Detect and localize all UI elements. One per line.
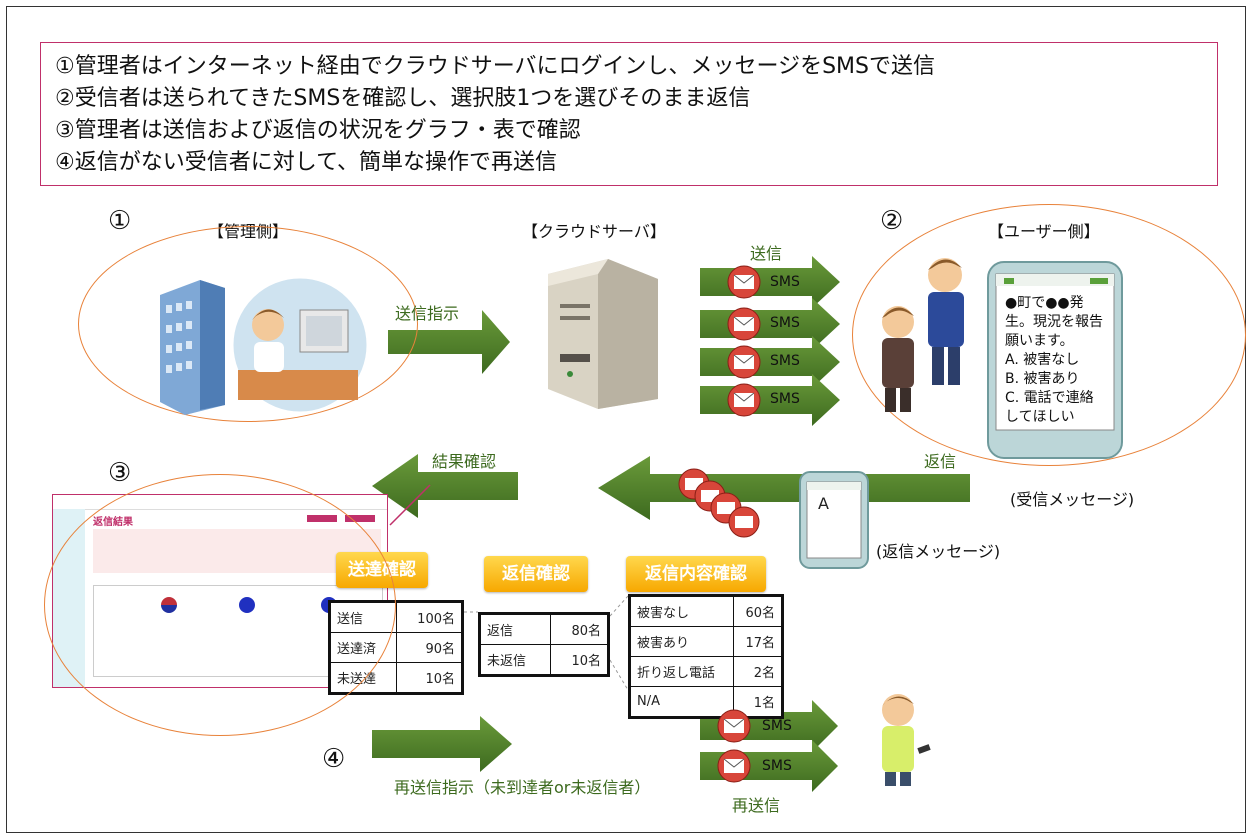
step-1-number: ① [108, 206, 132, 236]
result-check-arrow [372, 454, 518, 518]
message-line-7: してほしい [1005, 409, 1075, 425]
reply-envelope-icons [678, 468, 760, 538]
send-instruction-arrow [388, 310, 510, 374]
content-value-0: 60名 [732, 595, 784, 627]
sms-envelope-icons [727, 265, 761, 417]
summary-line-1: ①管理者はインターネット経由でクラウドサーバにログインし、メッセージをSMSで送… [55, 54, 935, 79]
sms-label-4: SMS [770, 391, 800, 407]
server-illustration [548, 259, 658, 409]
reply-message-label: (返信メッセージ) [876, 542, 1001, 561]
user-ellipse [852, 204, 1246, 466]
delivery-value-1: 90名 [396, 632, 463, 663]
step-3-number: ③ [108, 458, 132, 488]
content-label-0: 被害なし [629, 595, 734, 627]
dashboard-button-2 [345, 515, 375, 522]
envelope-icon [727, 265, 761, 299]
admin-building-illustration [160, 275, 370, 415]
message-line-4: A. 被害なし [1005, 352, 1080, 368]
send-instruction-label: 送信指示 [395, 304, 460, 323]
resend-label: 再送信 [732, 796, 781, 815]
message-line-3: 願います。 [1005, 333, 1074, 349]
reply-arrow [598, 456, 970, 520]
reply-value-0: 80名 [549, 613, 610, 645]
message-line-5: B. 被害あり [1005, 371, 1080, 387]
reply-phone-text: A [818, 494, 829, 513]
summary-box: ①管理者はインターネット経由でクラウドサーバにログインし、メッセージをSMSで送… [40, 42, 1218, 186]
received-message-label: (受信メッセージ) [1010, 490, 1135, 509]
resend-instruction-arrow [372, 716, 512, 772]
slide-frame [6, 6, 1246, 833]
sms-label-1: SMS [770, 274, 800, 290]
reply-value-1: 10名 [549, 644, 610, 676]
reply-content-check-badge: 返信内容確認 [626, 556, 766, 592]
message-line-6: C. 電話で連絡 [1005, 390, 1094, 406]
content-label-3: N/A [629, 686, 734, 718]
reply-label: 返信 [924, 452, 957, 471]
delivery-value-2: 10名 [396, 662, 463, 694]
resend-recipient-illustration [882, 694, 931, 786]
content-value-2: 2名 [732, 656, 784, 687]
sms-label-2: SMS [770, 315, 800, 331]
summary-line-2: ②受信者は送られてきたSMSを確認し、選択肢1つを選びそのまま返信 [55, 86, 751, 111]
admin-ellipse [78, 226, 418, 422]
sms-label-3: SMS [770, 353, 800, 369]
resend-sms-label-2: SMS [762, 758, 792, 774]
content-value-1: 17名 [732, 626, 784, 657]
send-label: 送信 [750, 244, 783, 263]
content-label-1: 被害あり [629, 626, 734, 657]
reply-label-1: 未返信 [479, 644, 551, 676]
reply-phone-icon [799, 471, 869, 569]
result-check-label: 結果確認 [432, 452, 497, 471]
users-illustration [882, 258, 964, 412]
summary-line-3: ③管理者は送信および返信の状況をグラフ・表で確認 [55, 118, 581, 143]
resend-sms-label-1: SMS [762, 718, 792, 734]
received-message-text: ●町で●●発 生。現況を報告 願います。 A. 被害なし B. 被害あり C. … [1005, 294, 1109, 427]
step-2-number: ② [880, 206, 904, 236]
content-label-2: 折り返し電話 [629, 656, 734, 687]
reply-label-0: 返信 [479, 613, 551, 645]
delivery-value-0: 100名 [396, 601, 463, 633]
resend-envelope-icons [717, 709, 751, 783]
resend-instruction-label: 再送信指示（未到達者or未返信者） [394, 778, 651, 797]
dashboard-ellipse [44, 474, 396, 736]
summary-line-4: ④返信がない受信者に対して、簡単な操作で再送信 [55, 150, 557, 175]
cloud-server-label: 【クラウドサーバ】 [522, 222, 666, 241]
reply-check-badge: 返信確認 [484, 556, 588, 592]
step-4-number: ④ [322, 744, 346, 774]
message-line-1: ●町で●●発 [1005, 295, 1084, 311]
received-phone-icon [987, 261, 1123, 459]
message-line-2: 生。現況を報告 [1005, 314, 1103, 330]
